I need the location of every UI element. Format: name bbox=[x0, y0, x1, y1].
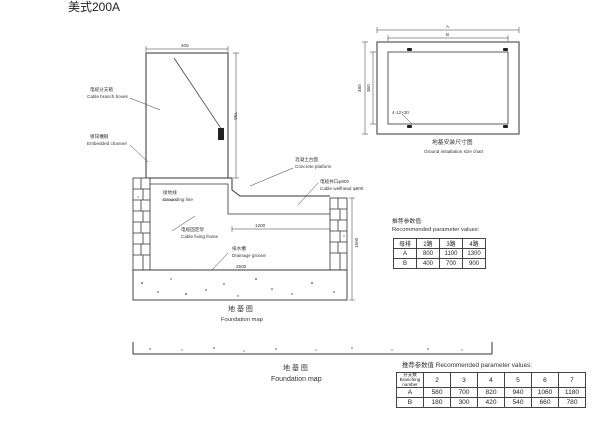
table1-header-cell: 母排 bbox=[393, 238, 417, 249]
label-concrete-platform-cn: 混凝土台面 bbox=[295, 157, 318, 162]
label-drainage-groove-en: Drainage groove bbox=[232, 253, 266, 258]
dim-760: 760 bbox=[233, 112, 238, 120]
label-grounding-line-cn: 接地线 bbox=[163, 190, 177, 195]
table2-cell: A bbox=[396, 387, 424, 399]
table2-cell: 660 bbox=[531, 397, 559, 409]
table2-cell: 580 bbox=[423, 387, 451, 399]
label-cable-wellhead-en: Cable wellhead φ800 bbox=[320, 186, 364, 191]
table2-row: B 180 300 420 540 660 780 bbox=[396, 397, 586, 409]
lower-caption-cn: 地 基 图 bbox=[283, 365, 308, 372]
label-cable-branch-box-cn: 电缆分支箱 bbox=[90, 87, 113, 92]
table2-header-cell: 5 bbox=[504, 371, 532, 389]
table1-cell: B bbox=[393, 258, 417, 269]
table2-cell: 780 bbox=[558, 397, 586, 409]
table2-header-cell: 6 bbox=[531, 371, 559, 389]
dim-360: 360 bbox=[366, 84, 371, 92]
table2-header-cell: 3 bbox=[450, 371, 478, 389]
label-drainage-groove-cn: 排水槽 bbox=[232, 246, 246, 251]
table2-cell: 700 bbox=[450, 387, 478, 399]
table1-cell: 700 bbox=[439, 258, 463, 269]
table2-header-cell: 2 bbox=[423, 371, 451, 389]
table1-header-cell: 2路 bbox=[416, 238, 440, 249]
table2-cell: 940 bbox=[504, 387, 532, 399]
dim-1500: 1500 bbox=[354, 237, 359, 248]
leader-lines bbox=[129, 97, 319, 271]
label-cable-branch-box-en: Cable branch boxes bbox=[87, 94, 128, 99]
table2-header-cell: 7 bbox=[558, 371, 586, 389]
table2-title: 推荐参数值 Recommended parameter values: bbox=[402, 362, 532, 369]
table2-cell: 180 bbox=[423, 397, 451, 409]
table2-cell: 540 bbox=[504, 397, 532, 409]
table2-header-cell: 4 bbox=[477, 371, 505, 389]
label-cable-fixing-frame-cn: 电缆固定架 bbox=[181, 227, 204, 232]
label-embedded-channel-en: Embedded channel bbox=[87, 141, 127, 146]
table2-cell: 820 bbox=[477, 387, 505, 399]
dim-1200: 1200 bbox=[255, 223, 266, 228]
dim-a: A bbox=[446, 24, 450, 29]
dim-2500: 2500 bbox=[236, 264, 247, 269]
table1-cell: 1300 bbox=[462, 248, 486, 259]
label-cable-fixing-frame-en: Cable fixing frame bbox=[181, 234, 219, 239]
table1-cell: A bbox=[393, 248, 417, 259]
label-concrete-platform-en: Concrete platform bbox=[295, 164, 332, 169]
dim-480: 480 bbox=[357, 84, 362, 92]
table2-cell: 300 bbox=[450, 397, 478, 409]
table1-header-cell: 4路 bbox=[462, 238, 486, 249]
table2-corner-cell: 分支数 Branching number bbox=[396, 371, 424, 389]
table2-corner-en1: Branching bbox=[399, 376, 421, 382]
ground-size-chart bbox=[362, 27, 520, 135]
table1: 母排 2路 3路 4路 A 800 1100 1300 B 400 700 90… bbox=[393, 238, 486, 269]
foundation-caption-en: Foundation map bbox=[221, 317, 263, 323]
table2-row: A 580 700 820 940 1060 1180 bbox=[396, 387, 586, 399]
table1-header-row: 母排 2路 3路 4路 bbox=[393, 238, 486, 249]
ground-chart-caption-en: Ground installation size chart bbox=[424, 149, 484, 154]
cabinet-drawing bbox=[145, 46, 239, 179]
table2-corner-cn: 分支数 bbox=[403, 372, 417, 377]
table1-cell: 1100 bbox=[439, 248, 463, 259]
table1-title-en: Recommended parameter values: bbox=[392, 227, 480, 233]
table2-header-row: 分支数 Branching number 2 3 4 5 6 7 bbox=[396, 371, 586, 389]
table1-title-cn: 推荐参数值: bbox=[392, 219, 423, 225]
table2-cell: 1060 bbox=[531, 387, 559, 399]
table2-cell: 1180 bbox=[558, 387, 586, 399]
table1-header-cell: 3路 bbox=[439, 238, 463, 249]
table2-cell: 420 bbox=[477, 397, 505, 409]
table2-corner-en2: number bbox=[402, 381, 418, 387]
table1-row: B 400 700 900 bbox=[393, 258, 486, 269]
table2: 分支数 Branching number 2 3 4 5 6 7 A 580 7… bbox=[396, 371, 586, 409]
hole-note: 4-12×30 bbox=[392, 110, 409, 115]
lower-caption-en: Foundation map bbox=[271, 376, 322, 383]
label-embedded-channel-cn: 镀锌槽钢 bbox=[90, 134, 109, 139]
page-title: 美式200A bbox=[68, 0, 121, 14]
label-grounding-line-en: Grounding line bbox=[163, 197, 193, 202]
ground-chart-caption-cn: 地基安装尺寸图 bbox=[432, 140, 473, 146]
foundation-pit bbox=[132, 177, 355, 301]
table1-cell: 800 bbox=[416, 248, 440, 259]
table1-cell: 400 bbox=[416, 258, 440, 269]
dim-b: B bbox=[446, 32, 450, 37]
table1-cell: 900 bbox=[462, 258, 486, 269]
label-cable-wellhead-cn: 电缆井口φ800 bbox=[320, 179, 350, 184]
foundation-caption-cn: 地 基 图 bbox=[228, 306, 253, 313]
dim-400: 400 bbox=[181, 43, 189, 48]
lower-foundation-strip bbox=[132, 342, 493, 355]
table2-cell: B bbox=[396, 397, 424, 409]
table1-row: A 800 1100 1300 bbox=[393, 248, 486, 259]
